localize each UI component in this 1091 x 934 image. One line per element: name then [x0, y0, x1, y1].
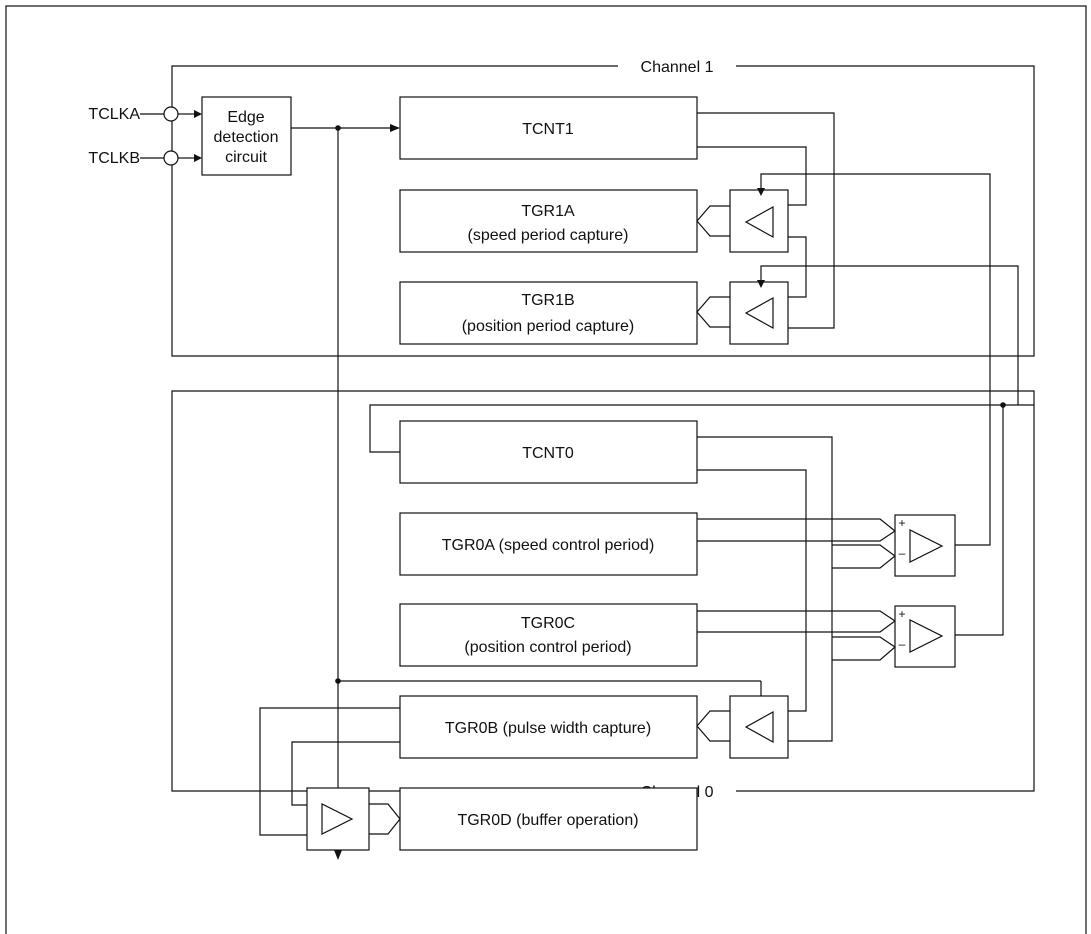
tgr0c-label-line1: TGR0C [521, 615, 575, 632]
edge-detection-line2: detection [214, 129, 279, 146]
tgr0b-capture-buffer [696, 695, 789, 759]
tcnt1-label: TCNT1 [522, 121, 574, 138]
tgr0b-to-tgr0d-wiring [259, 707, 400, 836]
tgr1b-capture-buffer [696, 281, 789, 345]
tclkb-input: TCLKB [88, 150, 202, 167]
channel-1-label: Channel 1 [641, 59, 714, 76]
tclkb-pin [163, 150, 179, 166]
tclka-label: TCLKA [88, 106, 140, 123]
comparator-speed: + – [697, 514, 956, 577]
tgr0c-register: TGR0C (position control period) [399, 603, 698, 667]
channel-1-frame: Channel 1 [171, 59, 1035, 357]
tgr0a-register: TGR0A (speed control period) [399, 512, 698, 576]
tgr0d-register: TGR0D (buffer operation) [399, 787, 698, 851]
comparator-speed-minus: – [899, 546, 906, 560]
tgr1b-register: TGR1B (position period capture) [399, 281, 698, 345]
tcnt0-label: TCNT0 [522, 445, 574, 462]
edge-detection-circuit: Edge detection circuit [201, 96, 292, 176]
comparator-position-minus: – [899, 637, 906, 651]
tcnt1-wiring [697, 112, 835, 329]
tgr0a-label: TGR0A (speed control period) [442, 537, 655, 554]
tgr1b-label-line1: TGR1B [521, 292, 574, 309]
comparator-position-plus: + [898, 607, 905, 621]
edge-detection-line3: circuit [225, 149, 267, 166]
tgr1b-label-line2: (position period capture) [462, 318, 635, 335]
tgr0d-label: TGR0D (buffer operation) [457, 812, 638, 829]
edge-detection-line1: Edge [227, 109, 264, 126]
tgr0c-label-line2: (position control period) [464, 639, 631, 656]
tcnt0-register: TCNT0 [399, 420, 698, 484]
tgr1a-register: TGR1A (speed period capture) [399, 189, 698, 253]
tgr0b-register: TGR0B (pulse width capture) [399, 695, 698, 759]
tcnt1-register: TCNT1 [399, 96, 698, 160]
comparator-position: + – [697, 605, 956, 668]
figure-frame [5, 5, 1087, 934]
tgr0d-buffer [306, 787, 401, 851]
tclkb-label: TCLKB [88, 150, 140, 167]
tgr0b-label: TGR0B (pulse width capture) [445, 720, 651, 737]
tcnt0-wiring [369, 402, 1034, 742]
tgr1a-capture-buffer [696, 189, 789, 253]
tclka-pin [163, 106, 179, 122]
tgr1a-label-line1: TGR1A [521, 203, 575, 220]
tclka-input: TCLKA [88, 106, 202, 123]
tgr1a-label-line2: (speed period capture) [468, 227, 629, 244]
capture-trigger-wiring [757, 173, 1019, 546]
comparator-speed-plus: + [898, 516, 905, 530]
